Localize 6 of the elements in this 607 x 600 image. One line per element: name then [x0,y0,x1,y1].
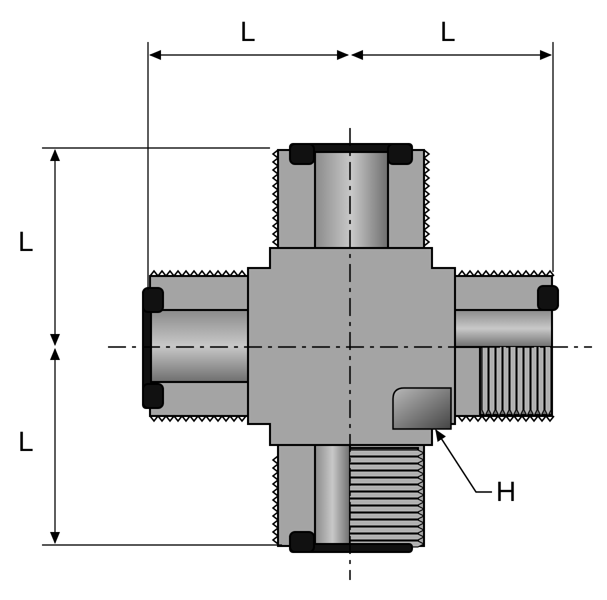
dimension-label: L [18,228,34,256]
dimension-label: L [440,18,456,46]
part-label: H [496,478,516,506]
dimension-label: L [18,428,34,456]
dimension-label: L [240,18,256,46]
leader-line [435,429,492,493]
